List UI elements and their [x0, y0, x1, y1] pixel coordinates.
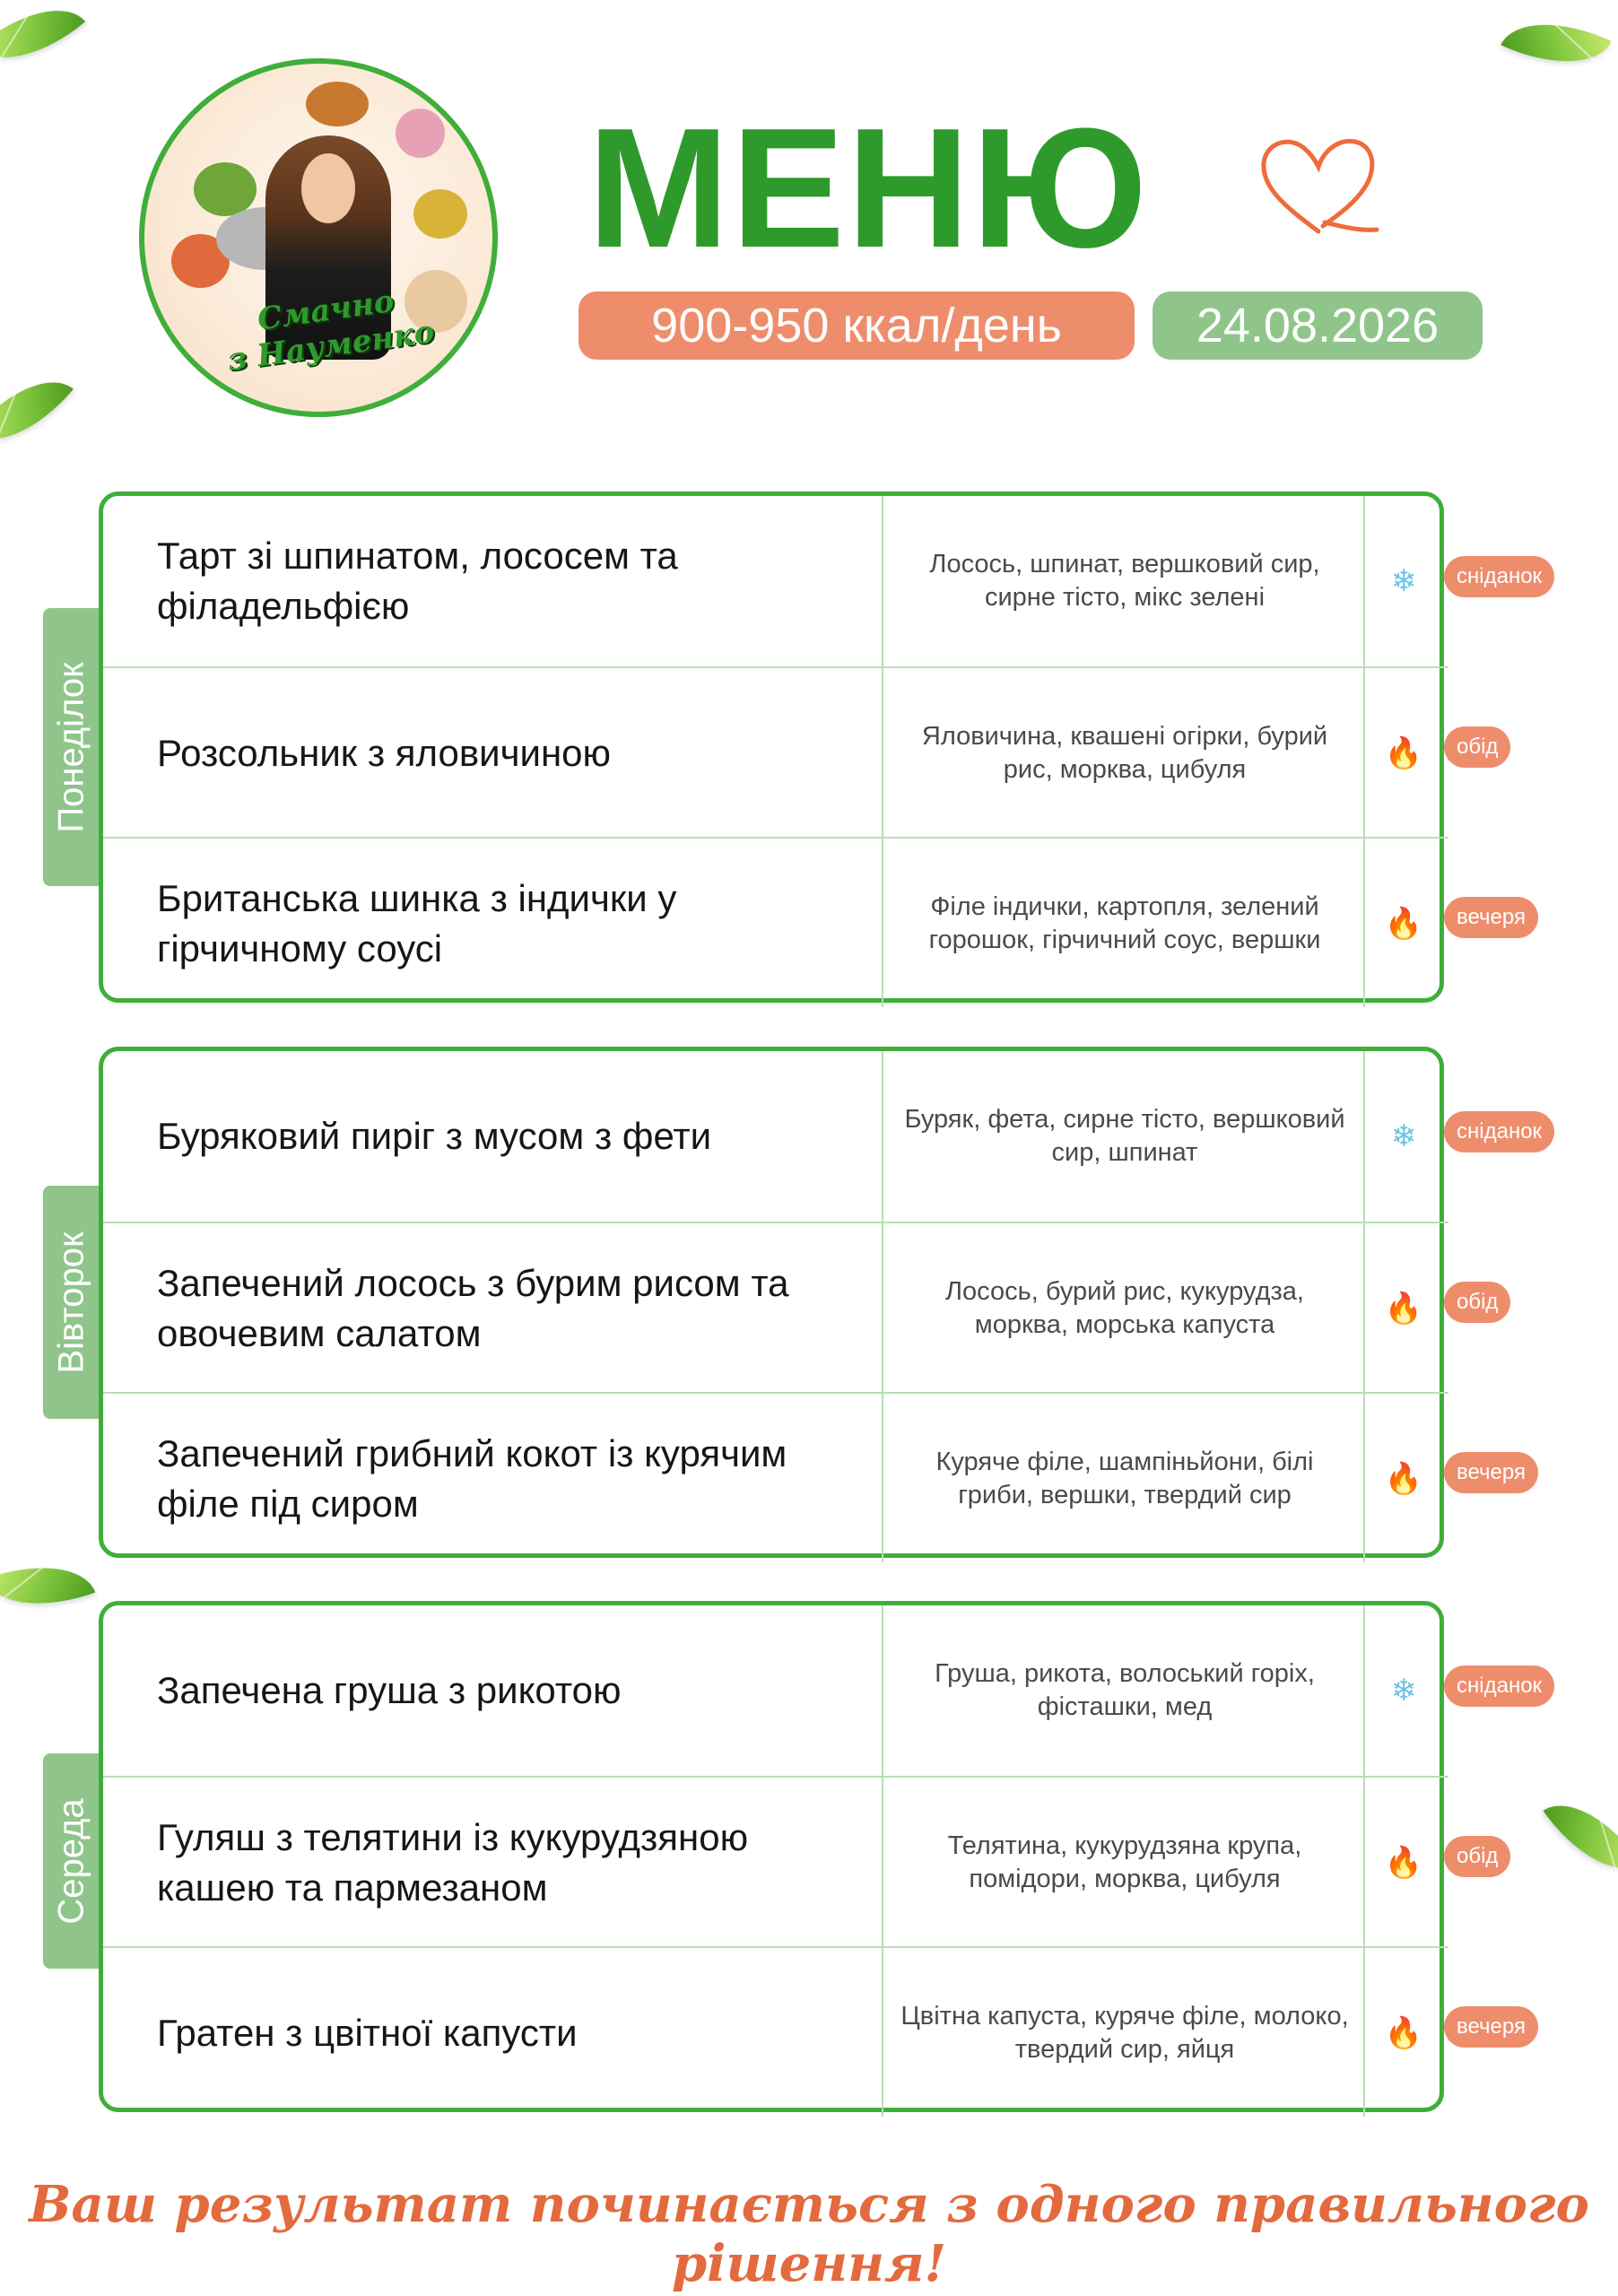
dish-ingredients: Цвітна капуста, куряче філе, молоко, тве…: [900, 2002, 1349, 2064]
dish-name: Розсольник з яловичиною: [157, 732, 612, 774]
menu-row: Буряковий пиріг з мусом з фети Буряк, фе…: [103, 1051, 1448, 1222]
dish-name: Гуляш з телятини із кукурудзяною кашею т…: [157, 1816, 749, 1909]
brand-logo: Смачно з Науменко: [139, 58, 498, 417]
meal-tag: сніданок: [1444, 1111, 1555, 1152]
leaf-decoration: [0, 1544, 96, 1627]
fire-icon: 🔥: [1384, 735, 1423, 771]
menu-row: Запечений лосось з бурим рисом та овочев…: [103, 1222, 1448, 1394]
day-block: Понеділок Тарт зі шпинатом, лососем та ф…: [43, 491, 1555, 1007]
day-block: Вівторок Буряковий пиріг з мусом з фети …: [43, 1047, 1555, 1562]
column-divider: [882, 1605, 883, 2117]
day-block: Середа Запечена груша з рикотою Груша, р…: [43, 1601, 1555, 2117]
snowflake-icon: ❄: [1390, 563, 1417, 599]
dish-name: Тарт зі шпинатом, лососем та філадельфіє…: [157, 535, 678, 627]
meal-tag: сніданок: [1444, 556, 1555, 597]
meal-tag: вечеря: [1444, 2006, 1538, 2048]
dish-ingredients: Куряче філе, шампіньйони, білі гриби, ве…: [935, 1448, 1314, 1509]
fire-icon: 🔥: [1384, 2015, 1423, 2051]
dish-name: Запечений лосось з бурим рисом та овочев…: [157, 1262, 789, 1354]
day-label: Вівторок: [43, 1186, 100, 1419]
day-table: Запечена груша з рикотою Груша, рикота, …: [99, 1601, 1448, 2117]
dish-name: Гратен з цвітної капусти: [157, 2012, 578, 2054]
heart-icon: [1261, 138, 1379, 234]
day-label: Понеділок: [43, 608, 100, 886]
date-badge: 24.08.2026: [1153, 291, 1483, 360]
leaf-decoration: [1543, 1781, 1618, 1892]
dish-ingredients: Яловичина, квашені огірки, бурий рис, мо…: [921, 722, 1328, 784]
dish-ingredients: Телятина, кукурудзяна крупа, помідори, м…: [947, 1831, 1302, 1893]
fire-icon: 🔥: [1384, 1291, 1423, 1326]
calorie-badge: 900-950 ккал/день: [578, 291, 1135, 360]
food-illustration: [413, 189, 467, 239]
column-divider: [1363, 1051, 1365, 1562]
page-title: МЕНЮ: [587, 93, 1150, 283]
column-divider: [882, 1051, 883, 1562]
dish-ingredients: Лосось, шпинат, вершковий сир, сирне тіс…: [929, 550, 1320, 612]
menu-row: Запечена груша з рикотою Груша, рикота, …: [103, 1605, 1448, 1776]
menu-row: Розсольник з яловичиною Яловичина, кваше…: [103, 666, 1448, 839]
column-divider: [1363, 496, 1365, 1007]
meal-tag: обід: [1444, 726, 1511, 768]
dish-ingredients: Груша, рикота, волоський горіх, фісташки…: [935, 1659, 1315, 1721]
leaf-decoration: [0, 0, 86, 85]
meal-tag: обід: [1444, 1282, 1511, 1323]
menu-row: Тарт зі шпинатом, лососем та філадельфіє…: [103, 496, 1448, 666]
food-illustration: [306, 82, 369, 126]
dish-name: Буряковий пиріг з мусом з фети: [157, 1115, 712, 1157]
day-table: Буряковий пиріг з мусом з фети Буряк, фе…: [99, 1047, 1448, 1562]
food-illustration: [404, 270, 467, 333]
footer-slogan: Ваш результат починається з одного прави…: [29, 2175, 1589, 2293]
leaf-decoration: [0, 356, 74, 465]
menu-row: Британська шинка з індички у гірчичному …: [103, 837, 1448, 1009]
menu-row: Гратен з цвітної капусти Цвітна капуста,…: [103, 1946, 1448, 2118]
meal-tag: обід: [1444, 1836, 1511, 1877]
day-table: Тарт зі шпинатом, лососем та філадельфіє…: [99, 491, 1448, 1007]
dish-name: Запечена груша з рикотою: [157, 1669, 622, 1711]
menu-row: Гуляш з телятини із кукурудзяною кашею т…: [103, 1776, 1448, 1948]
meal-tag: вечеря: [1444, 1452, 1538, 1493]
food-illustration: [194, 162, 257, 216]
food-illustration: [396, 109, 445, 158]
chef-face: [301, 153, 355, 223]
dish-ingredients: Буряк, фета, сирне тісто, вершковий сир,…: [904, 1105, 1345, 1167]
snowflake-icon: ❄: [1390, 1118, 1417, 1154]
leaf-decoration: [1501, 0, 1612, 87]
menu-row: Запечений грибний кокот із курячим філе …: [103, 1392, 1448, 1564]
meal-tag: сніданок: [1444, 1665, 1555, 1707]
fire-icon: 🔥: [1384, 1845, 1423, 1881]
day-label: Середа: [43, 1753, 100, 1969]
dish-name: Запечений грибний кокот із курячим філе …: [157, 1432, 787, 1525]
fire-icon: 🔥: [1384, 1461, 1423, 1497]
dish-ingredients: Лосось, бурий рис, кукурудза, морква, мо…: [945, 1277, 1304, 1339]
dish-name: Британська шинка з індички у гірчичному …: [157, 877, 677, 970]
column-divider: [1363, 1605, 1365, 2117]
snowflake-icon: ❄: [1390, 1673, 1417, 1709]
dish-ingredients: Філе індички, картопля, зелений горошок,…: [928, 892, 1321, 954]
fire-icon: 🔥: [1384, 906, 1423, 942]
meal-tag: вечеря: [1444, 897, 1538, 938]
column-divider: [882, 496, 883, 1007]
